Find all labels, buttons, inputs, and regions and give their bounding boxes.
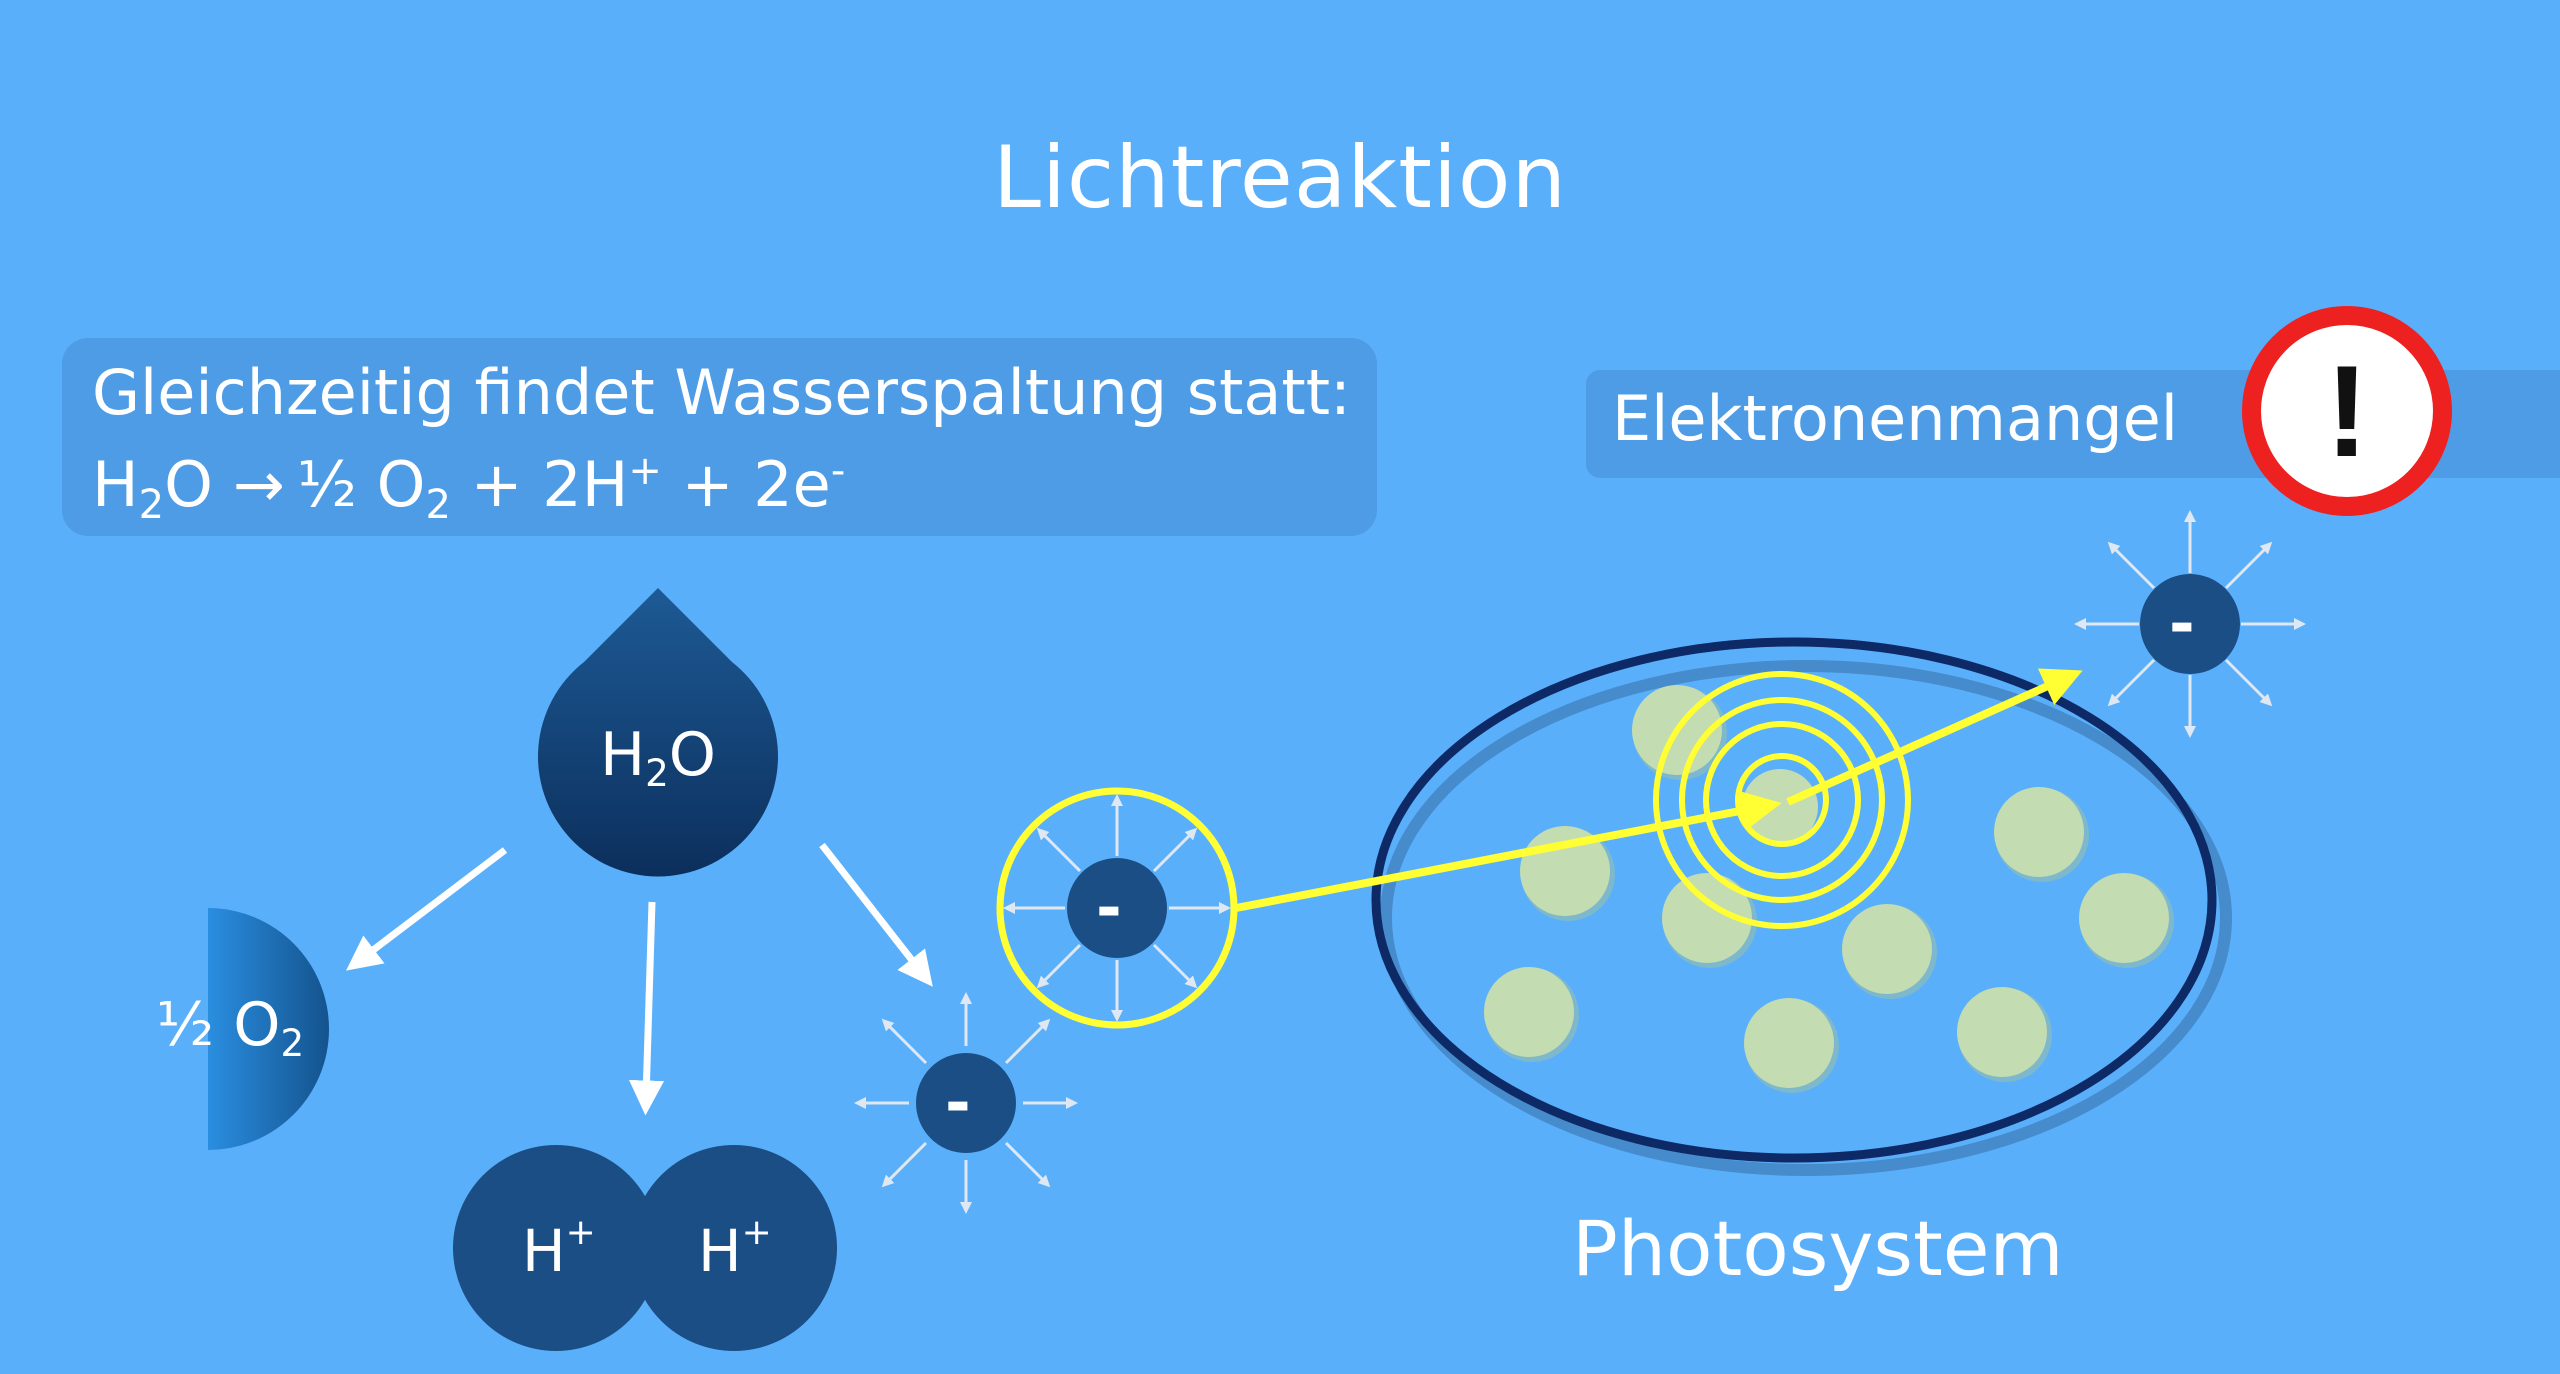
arrow-to-protons <box>629 901 665 1116</box>
proton-label-1: H+ <box>522 1212 596 1285</box>
exclamation-warning-icon: ! <box>2242 306 2452 516</box>
pigment-molecules <box>1484 685 2174 1093</box>
electron-symbol-bottom: - <box>945 1066 971 1139</box>
photosystem-label: Photosystem <box>1572 1204 2064 1293</box>
proton-label-2: H+ <box>698 1212 772 1285</box>
electron-path-out-of-photosystem <box>1786 668 2083 806</box>
arrow-to-oxygen <box>346 847 508 971</box>
photosystem-ellipse <box>1371 637 2217 1163</box>
free-electron-bottom <box>916 1053 1016 1153</box>
excited-electron <box>2140 574 2240 674</box>
electron-symbol-ringed: - <box>1096 871 1122 944</box>
oxygen-half-shape <box>208 908 329 1150</box>
reaction-arrow-icon: → <box>232 448 285 521</box>
oxygen-label: ½ O2 <box>156 990 305 1066</box>
page-title: Lichtreaktion <box>993 128 1567 228</box>
water-splitting-equation: H2O→½ O2 + 2H+ + 2e- <box>92 448 846 528</box>
reaction-center-rings <box>1653 671 1911 929</box>
info-box-heading: Gleichzeitig findet Wasserspaltung statt… <box>92 356 1351 429</box>
arrow-to-electron <box>819 842 933 987</box>
electron-highlight-ring <box>996 787 1238 1029</box>
ringed-electron-rays <box>1003 794 1231 1022</box>
electron-path-into-photosystem <box>1235 790 1782 912</box>
water-drop-shape <box>538 588 778 877</box>
warning-label: Elektronenmangel <box>1612 382 2178 455</box>
info-box: Gleichzeitig findet Wasserspaltung statt… <box>62 338 1377 536</box>
photosystem-shadow <box>1380 660 2232 1176</box>
water-drop-label: H2O <box>600 720 717 796</box>
proton-circle-2 <box>631 1145 837 1351</box>
proton-circle-1 <box>453 1145 659 1351</box>
ringed-electron <box>1067 858 1167 958</box>
free-electron-icon <box>854 992 1078 1214</box>
electron-symbol-excited: - <box>2169 587 2195 660</box>
excited-electron-rays <box>2074 510 2306 738</box>
